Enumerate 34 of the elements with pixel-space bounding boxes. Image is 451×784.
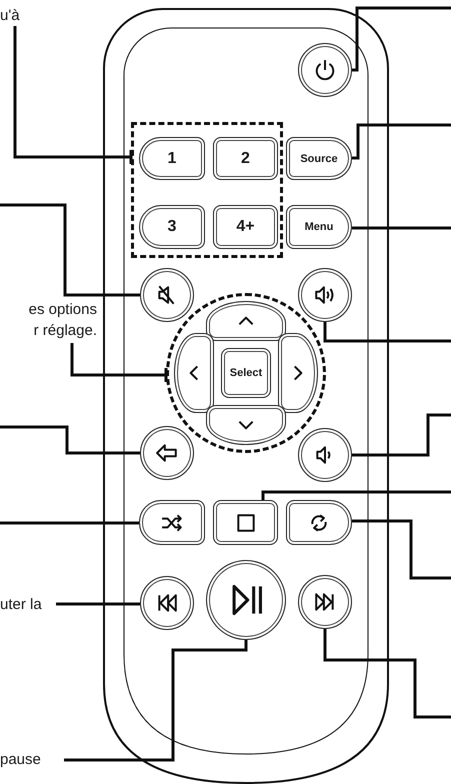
leader-line	[352, 6, 451, 72]
repeat-button	[286, 500, 352, 545]
leader-line	[352, 226, 451, 230]
leader-line	[64, 640, 248, 762]
leader-line	[324, 322, 451, 342]
callout-text: u'à	[0, 5, 20, 26]
callout-text: es options r réglage.	[23, 299, 97, 341]
leader-line	[70, 343, 168, 384]
dashed-group-outline	[131, 122, 283, 258]
leader-line	[352, 124, 451, 160]
remote-control-body	[103, 8, 389, 784]
source-key: Source	[286, 137, 352, 180]
menu-key: Menu	[286, 205, 352, 249]
shuffle-button	[139, 500, 205, 545]
right-key	[278, 333, 318, 413]
callout-text: pause	[0, 749, 41, 770]
leader-line	[262, 490, 451, 500]
leader-line	[56, 602, 140, 606]
select-key: Select	[221, 348, 271, 398]
number-key: 1	[139, 137, 205, 180]
leader-line	[352, 520, 451, 580]
leader-line	[14, 26, 132, 166]
down-key	[206, 405, 286, 445]
leader-line	[0, 522, 139, 524]
leader-line	[324, 629, 451, 718]
number-key: 4+	[213, 205, 278, 249]
leader-line	[352, 414, 451, 456]
leader-line	[0, 426, 140, 454]
leader-line	[0, 204, 140, 296]
callout-text: uter la	[0, 594, 42, 615]
stop-button	[213, 500, 278, 545]
dashed-ring-outline	[166, 293, 326, 453]
number-key: 3	[139, 205, 205, 249]
number-key: 2	[213, 137, 278, 180]
